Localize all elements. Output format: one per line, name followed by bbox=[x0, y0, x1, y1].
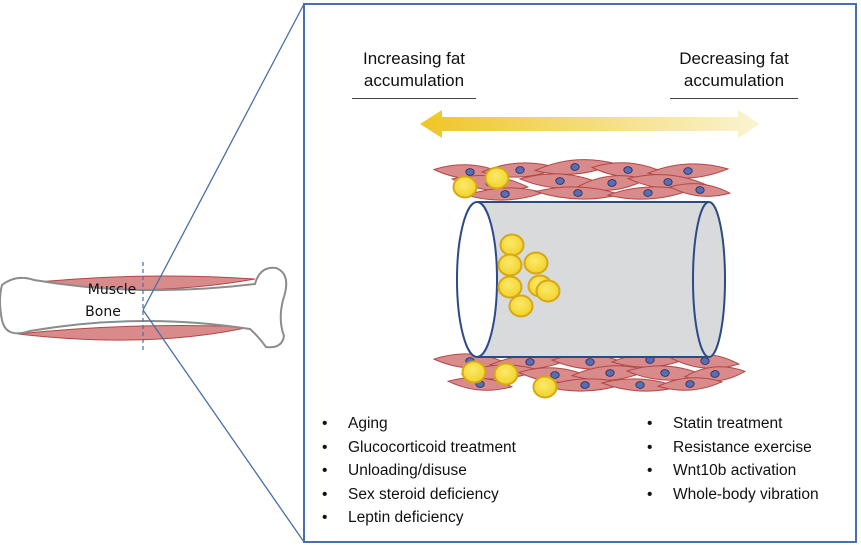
header-decreasing-line2: accumulation bbox=[683, 71, 785, 90]
bone-cylinder bbox=[456, 201, 726, 358]
marrow-adipocytes bbox=[452, 166, 561, 399]
list-item: •Glucocorticoid treatment bbox=[322, 438, 516, 456]
nucleus bbox=[607, 179, 617, 187]
nucleus bbox=[605, 369, 615, 377]
list-item: •Wnt10b activation bbox=[647, 462, 797, 479]
nucleus bbox=[695, 186, 705, 194]
nucleus bbox=[570, 163, 580, 171]
nucleus bbox=[525, 358, 535, 366]
nucleus bbox=[465, 168, 475, 176]
fat-gradient-arrow bbox=[420, 110, 760, 138]
adipocyte bbox=[523, 251, 549, 275]
nucleus bbox=[700, 357, 710, 365]
adipocyte bbox=[535, 279, 561, 303]
nucleus bbox=[643, 189, 653, 197]
muscle-cell bbox=[625, 365, 705, 381]
list-item: •Aging bbox=[322, 415, 388, 432]
muscle-cell bbox=[656, 377, 724, 391]
adipocyte bbox=[499, 233, 525, 257]
adipocyte bbox=[497, 275, 523, 299]
header-increasing-fat: Increasing fat accumulation bbox=[352, 48, 476, 99]
header-decreasing-line1: Decreasing fat bbox=[679, 49, 789, 68]
adipocyte bbox=[532, 375, 558, 399]
bone-label: Bone bbox=[85, 304, 121, 320]
nucleus bbox=[635, 381, 645, 389]
list-item: •Sex steroid deficiency bbox=[322, 485, 499, 503]
adipocyte bbox=[484, 166, 510, 190]
adipocyte bbox=[497, 253, 523, 277]
decreasing-factors-list: •Statin treatment •Resistance exercise •… bbox=[647, 412, 819, 506]
zoom-line-top bbox=[142, 3, 305, 311]
cylinder-end-left bbox=[456, 201, 498, 358]
list-item: •Statin treatment bbox=[647, 415, 783, 432]
nucleus bbox=[573, 189, 583, 197]
nucleus bbox=[555, 177, 565, 185]
nucleus bbox=[515, 166, 525, 174]
muscle-label: Muscle bbox=[88, 282, 136, 298]
adipocyte bbox=[508, 294, 534, 318]
header-decreasing-rule bbox=[670, 98, 798, 99]
nucleus bbox=[623, 166, 633, 174]
increasing-factors-list: •Aging •Glucocorticoid treatment •Unload… bbox=[322, 412, 516, 530]
muscle-cell bbox=[668, 183, 732, 197]
header-increasing-rule bbox=[352, 98, 476, 99]
nucleus bbox=[685, 380, 695, 388]
nucleus bbox=[550, 371, 560, 379]
nucleus bbox=[663, 178, 673, 186]
muscle-cell bbox=[465, 187, 545, 201]
nucleus bbox=[710, 370, 720, 378]
adipocyte bbox=[493, 362, 519, 386]
header-increasing-line1: Increasing fat bbox=[362, 49, 466, 68]
nucleus bbox=[660, 369, 670, 377]
adipocyte bbox=[461, 360, 487, 384]
header-decreasing-fat: Decreasing fat accumulation bbox=[670, 48, 798, 99]
nucleus bbox=[580, 381, 590, 389]
nucleus bbox=[500, 190, 510, 198]
list-item: •Whole-body vibration bbox=[647, 485, 819, 503]
header-increasing-line2: accumulation bbox=[363, 71, 465, 90]
list-item: •Resistance exercise bbox=[647, 438, 812, 456]
adipocyte bbox=[452, 175, 478, 199]
zoom-line-bottom bbox=[142, 309, 305, 543]
cylinder-end-right bbox=[692, 201, 726, 358]
nucleus bbox=[585, 358, 595, 366]
nucleus bbox=[683, 167, 693, 175]
list-item: •Leptin deficiency bbox=[322, 509, 464, 526]
list-item: •Unloading/disuse bbox=[322, 462, 467, 479]
long-bone-illustration: Muscle Bone bbox=[0, 262, 288, 350]
